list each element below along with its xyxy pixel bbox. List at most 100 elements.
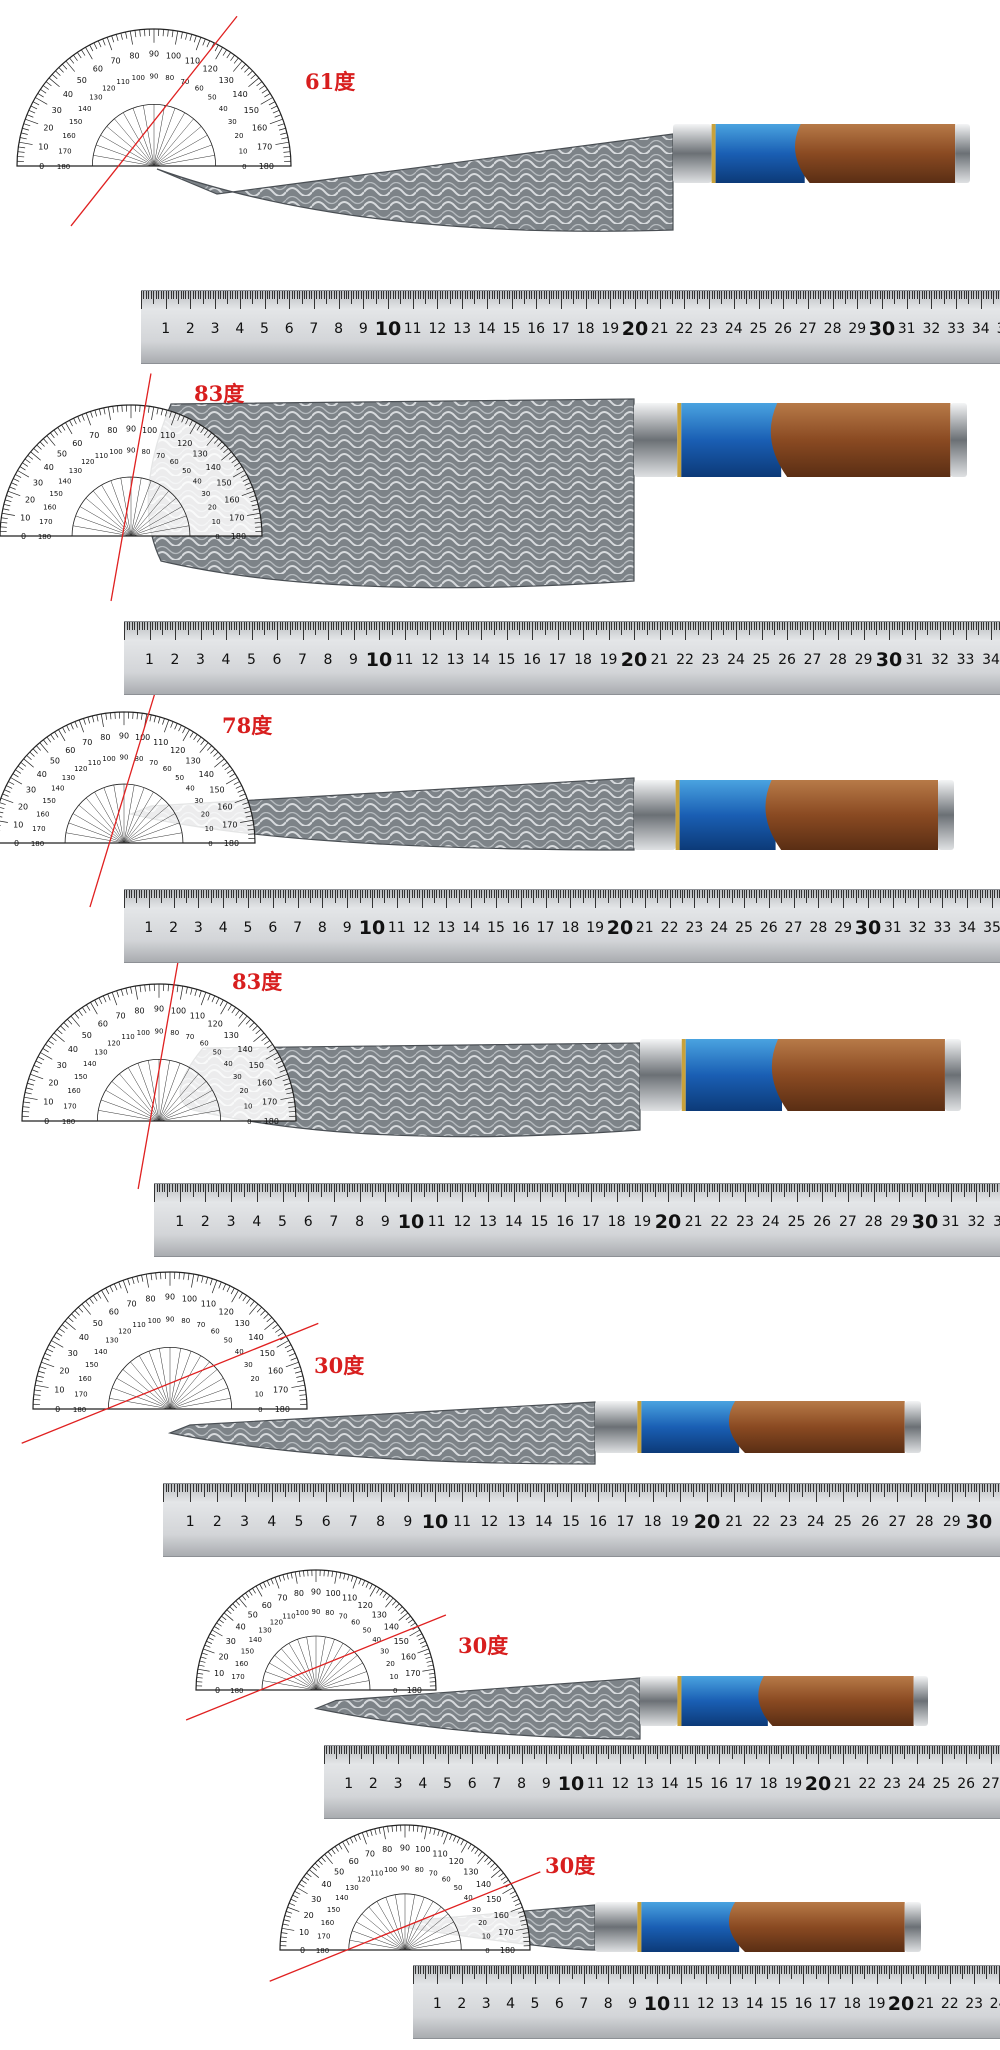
ruler-tick — [746, 291, 748, 304]
protractor-inner-number: 20 — [201, 810, 210, 818]
ruler-tick — [575, 291, 577, 299]
ruler-tick — [973, 622, 975, 630]
ruler-tick — [725, 622, 727, 630]
end-cap — [904, 1902, 921, 1952]
protractor-tick — [36, 745, 41, 751]
damascus-blade — [156, 133, 674, 232]
ruler-number: 8 — [323, 652, 333, 668]
ruler-tick — [882, 1746, 884, 1754]
end-cap — [938, 780, 954, 850]
ruler-tick — [510, 890, 512, 898]
ruler-tick — [715, 622, 717, 630]
protractor-ray — [148, 1060, 160, 1122]
ruler-tick — [932, 622, 934, 630]
ruler-tick — [755, 1484, 757, 1492]
ruler-tick — [513, 291, 515, 299]
ruler-tick — [310, 890, 311, 903]
ruler-tick — [639, 622, 641, 630]
protractor-tick — [311, 1866, 317, 1871]
ruler-tick — [904, 291, 906, 299]
protractor-tick — [45, 81, 52, 87]
protractor-ray — [288, 1643, 317, 1691]
ruler-tick — [639, 291, 641, 299]
ruler-tick — [842, 291, 844, 299]
protractor-tick — [65, 422, 73, 435]
ruler-tick — [518, 291, 520, 299]
ruler-tick — [721, 1184, 723, 1192]
ruler-tick — [891, 291, 893, 299]
ruler-tick — [447, 291, 449, 299]
ruler-tick — [478, 622, 480, 630]
ruler-tick — [585, 1184, 587, 1192]
ruler-tick — [251, 622, 253, 640]
protractor-tick — [239, 793, 246, 797]
ruler-tick — [808, 890, 810, 898]
ruler-tick — [293, 1484, 295, 1492]
protractor-inner-number: 40 — [224, 1060, 233, 1068]
ruler-number: 14 — [534, 1514, 553, 1530]
ruler-tick — [910, 890, 912, 898]
ruler-tick — [410, 291, 412, 299]
ruler-tick — [769, 1966, 771, 1974]
protractor-tick — [10, 777, 23, 785]
ruler-tick — [813, 1484, 815, 1492]
ruler-tick — [418, 1184, 420, 1192]
protractor-inner-number: 140 — [94, 1348, 107, 1356]
protractor-ray — [79, 506, 132, 537]
ruler-tick — [425, 291, 427, 304]
ruler-tick — [454, 1484, 456, 1492]
ruler-tick — [508, 1184, 510, 1192]
ruler-tick — [617, 1966, 619, 1974]
ruler-tick — [195, 622, 197, 630]
protractor-tick — [365, 1581, 369, 1588]
ruler-tick — [412, 291, 414, 309]
protractor-tick — [44, 1352, 52, 1357]
ruler-number: 18 — [576, 321, 595, 337]
ruler-tick — [974, 1966, 976, 1984]
protractor-ray — [123, 791, 154, 844]
ruler-number: 22 — [940, 1996, 959, 2012]
ruler-tick — [600, 1484, 602, 1492]
brass-spacer — [637, 1401, 642, 1453]
ruler-tick — [163, 291, 165, 299]
ruler-tick — [766, 890, 768, 898]
ruler-tick — [535, 1484, 537, 1492]
ruler-tick — [518, 890, 520, 898]
ruler-tick — [511, 1184, 513, 1192]
ruler-tick — [602, 291, 604, 299]
ruler-tick — [796, 1484, 798, 1492]
protractor-ray — [404, 1894, 416, 1951]
protractor-tick — [426, 1660, 433, 1663]
ruler-tick — [809, 622, 811, 630]
ruler-tick — [480, 1184, 482, 1192]
ruler-number: 16 — [710, 1776, 729, 1792]
protractor-tick — [268, 101, 276, 106]
protractor-tick — [17, 470, 30, 478]
ruler-tick — [296, 1484, 298, 1492]
ruler-tick — [731, 890, 733, 903]
ruler-tick — [426, 890, 428, 898]
ruler-tick — [459, 1746, 461, 1759]
ruler-tick — [977, 890, 979, 898]
protractor-outer-number: 170 — [257, 142, 272, 151]
ruler-tick — [779, 622, 781, 630]
ruler-tick — [825, 622, 827, 635]
ruler-number: 11 — [395, 652, 414, 668]
ruler-tick — [254, 291, 256, 299]
ruler-number: 22 — [858, 1776, 877, 1792]
ruler-tick — [575, 1746, 577, 1754]
ruler-tick — [694, 890, 696, 908]
ruler-tick — [734, 1746, 736, 1754]
ruler-tick — [882, 890, 884, 898]
ruler-tick — [693, 1966, 695, 1979]
ruler-tick — [166, 1184, 168, 1197]
protractor-tick — [112, 406, 115, 413]
protractor-tick — [397, 1606, 403, 1612]
ruler-tick — [657, 1184, 659, 1192]
ruler-tick — [411, 1184, 412, 1202]
ruler-tick — [581, 1484, 583, 1492]
protractor-tick — [269, 1048, 276, 1053]
ruler-tick — [481, 622, 482, 640]
ruler-tick — [442, 1746, 444, 1754]
